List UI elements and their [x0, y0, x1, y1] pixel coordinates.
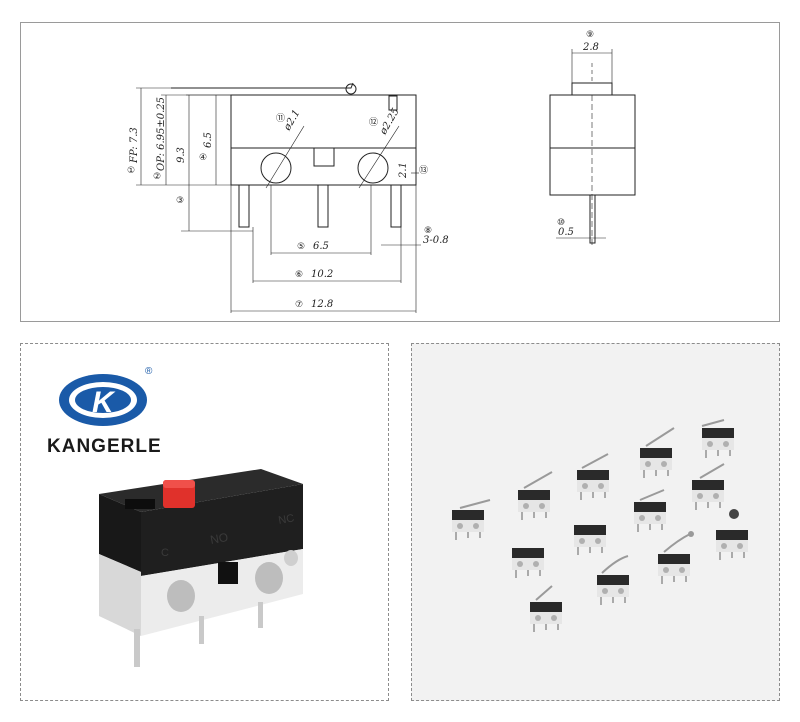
- product-variants-image: [452, 419, 748, 632]
- registered-mark: ®: [145, 366, 153, 377]
- switch-variant-2: [518, 471, 553, 520]
- dimension-drawing-panel: FP: 7.3 OP: 6.95±0.25 9.3 6.5 6.5 10.2 1…: [20, 22, 780, 322]
- dim-2-8: 2.8: [582, 42, 599, 53]
- callout-4: ④: [199, 153, 207, 163]
- mount-hole-right: [357, 152, 389, 184]
- dim-9-3: 9.3: [176, 147, 187, 163]
- dim-10-2: 10.2: [311, 269, 333, 280]
- kangerle-logo-icon: [59, 374, 147, 426]
- callout-9: ⑨: [586, 30, 594, 40]
- product-mark-c: C: [161, 547, 169, 559]
- callout-6: ⑥: [295, 270, 303, 280]
- dim-fp: FP: 7.3: [129, 127, 140, 164]
- switch-variant-9: [692, 463, 725, 510]
- callout-11: ⑪: [276, 113, 285, 124]
- dim-6-5-vertical: 6.5: [203, 132, 214, 148]
- product-mark-nc: NC: [277, 512, 295, 527]
- callout-3: ③: [176, 196, 184, 206]
- product-variants-panel: [411, 343, 780, 701]
- dim-12-8: 12.8: [311, 299, 333, 310]
- dim-0-5: 0.5: [558, 227, 574, 238]
- switch-variant-7: [574, 525, 606, 555]
- switch-variant-13: [530, 585, 562, 632]
- callout-7: ⑦: [295, 300, 303, 310]
- switch-body-outline: [230, 94, 417, 186]
- brand-wordmark: KANGERLE: [47, 436, 162, 457]
- brand-product-panel: K ® KANGERLE NO: [20, 343, 389, 701]
- switch-variant-3: [577, 453, 609, 500]
- switch-variant-8: [634, 489, 666, 532]
- callout-2: ②: [153, 172, 161, 182]
- front-view-body: [549, 94, 636, 196]
- pin-center: [317, 184, 329, 228]
- pin-right: [390, 184, 402, 228]
- dim-op: OP: 6.95±0.25: [156, 97, 167, 171]
- callout-1: ①: [127, 166, 135, 176]
- micro-switch-product-image: [99, 469, 303, 667]
- dim-2-1: 2.1: [398, 162, 409, 179]
- logo-letter: K: [92, 386, 116, 419]
- callout-12: ⑫: [369, 117, 378, 128]
- switch-variant-1: [452, 499, 491, 540]
- dim-3-0-8: 3-0.8: [423, 235, 449, 246]
- callout-13: ⑬: [419, 165, 428, 176]
- product-mark-no: NO: [209, 530, 229, 547]
- mount-hole-left: [260, 152, 292, 184]
- dim-hole-2-25: ø2.25: [378, 106, 402, 137]
- callout-8: ⑧: [424, 226, 432, 236]
- switch-variant-11: [658, 531, 694, 584]
- switch-variant-4: [640, 427, 675, 478]
- switch-variant-5: [701, 419, 734, 458]
- brand-illustration: K ® KANGERLE NO: [47, 366, 303, 667]
- dimension-drawing: FP: 7.3 OP: 6.95±0.25 9.3 6.5 6.5 10.2 1…: [127, 30, 636, 313]
- dim-6-5-horizontal: 6.5: [313, 241, 329, 252]
- callout-5: ⑤: [297, 242, 305, 252]
- switch-variant-10: [597, 555, 629, 605]
- pin-left: [238, 184, 250, 228]
- switch-variant-12: [716, 509, 748, 560]
- callout-10: ⑩: [557, 218, 565, 228]
- switch-variant-6: [512, 548, 544, 578]
